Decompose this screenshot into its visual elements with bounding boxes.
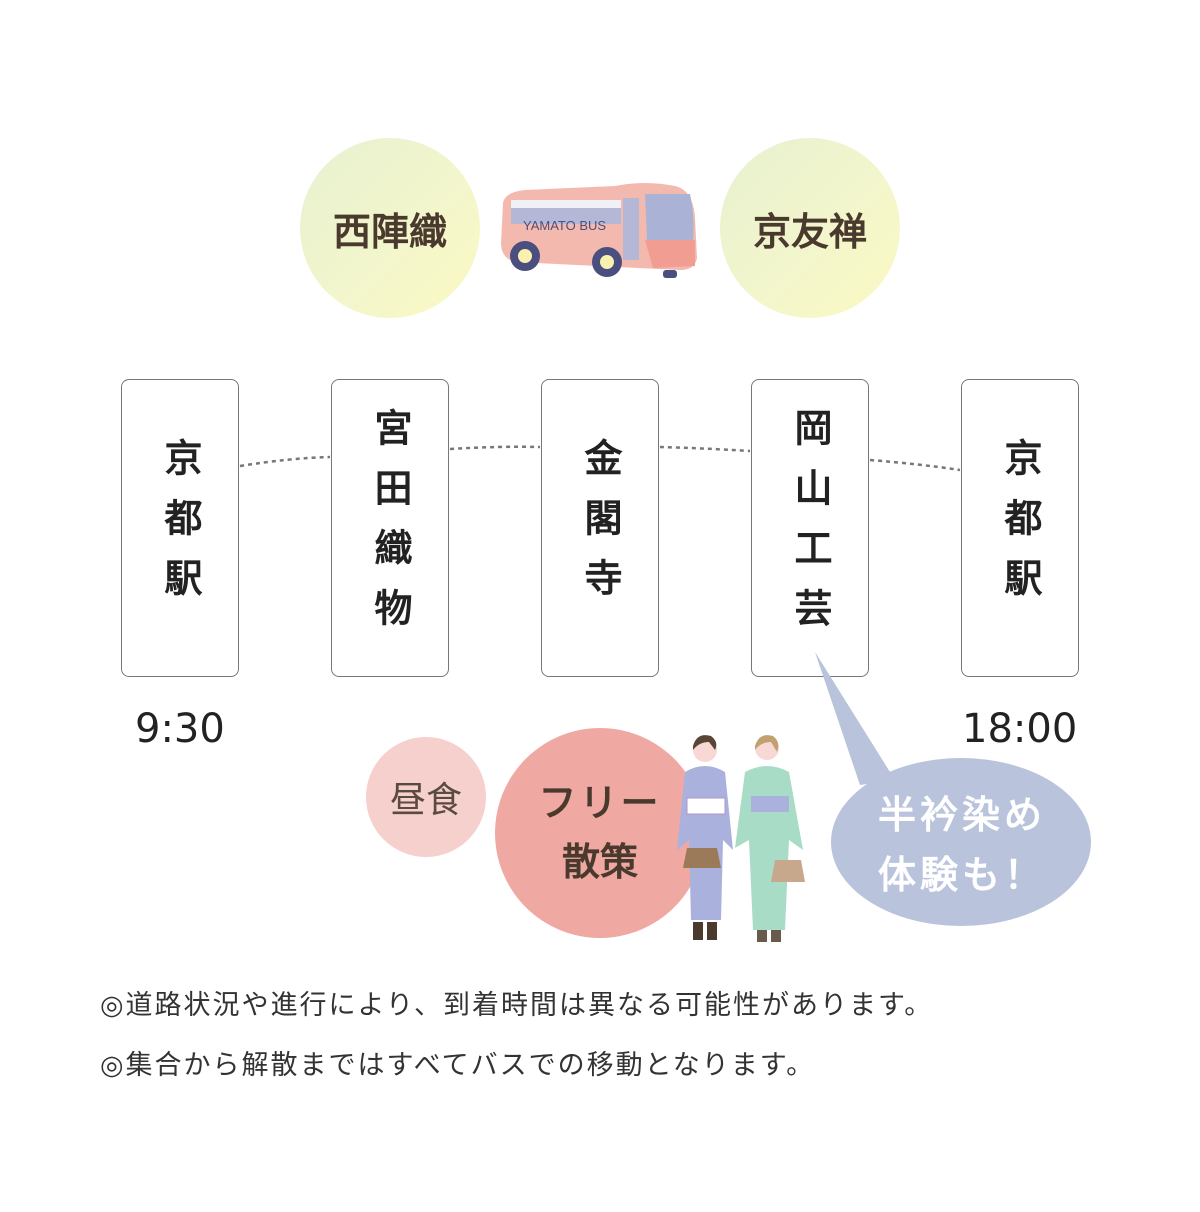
callout-line1: 半衿染め xyxy=(877,793,1046,837)
start-time: 9:30 xyxy=(135,706,225,752)
stop-label: 岡山工芸 xyxy=(788,408,832,648)
stop-miyata-orimono: 宮田織物 xyxy=(331,379,449,677)
kyoyuzen-bubble: 京友禅 xyxy=(720,138,900,318)
callout-text: 半衿染め 体験も！ xyxy=(832,785,1092,905)
end-time: 18:00 xyxy=(962,706,1078,752)
stop-label: 宮田織物 xyxy=(368,408,412,648)
stop-label: 金閣寺 xyxy=(578,438,622,618)
stop-okayama-kogei: 岡山工芸 xyxy=(751,379,869,677)
lunch-bubble: 昼食 xyxy=(366,737,486,857)
free-label-line2: 散策 xyxy=(561,840,638,884)
route-lines xyxy=(239,445,961,472)
kimono-women-illustration xyxy=(677,735,805,942)
callout-bubble xyxy=(815,652,1091,926)
nishijin-label: 西陣織 xyxy=(332,209,447,254)
note-bus-transport: ◎集合から解散まではすべてバスでの移動となります。 xyxy=(100,1050,816,1081)
free-label-line1: フリー xyxy=(538,781,662,826)
stop-kinkakuji: 金閣寺 xyxy=(541,379,659,677)
nishijin-bubble: 西陣織 xyxy=(300,138,480,318)
kyoyuzen-label: 京友禅 xyxy=(752,209,867,254)
bus-illustration: YAMATO BUS xyxy=(501,183,697,278)
stop-label: 京都駅 xyxy=(998,438,1042,618)
bus-label: YAMATO BUS xyxy=(523,218,606,233)
stop-kyoto-station-start: 京都駅 xyxy=(121,379,239,677)
stop-label: 京都駅 xyxy=(158,438,202,618)
free-walk-bubble: フリー 散策 xyxy=(495,728,705,938)
callout-line2: 体験も！ xyxy=(877,853,1046,897)
stop-kyoto-station-end: 京都駅 xyxy=(961,379,1079,677)
lunch-label: 昼食 xyxy=(389,780,462,821)
note-arrival-time: ◎道路状況や進行により、到着時間は異なる可能性があります。 xyxy=(100,990,934,1021)
